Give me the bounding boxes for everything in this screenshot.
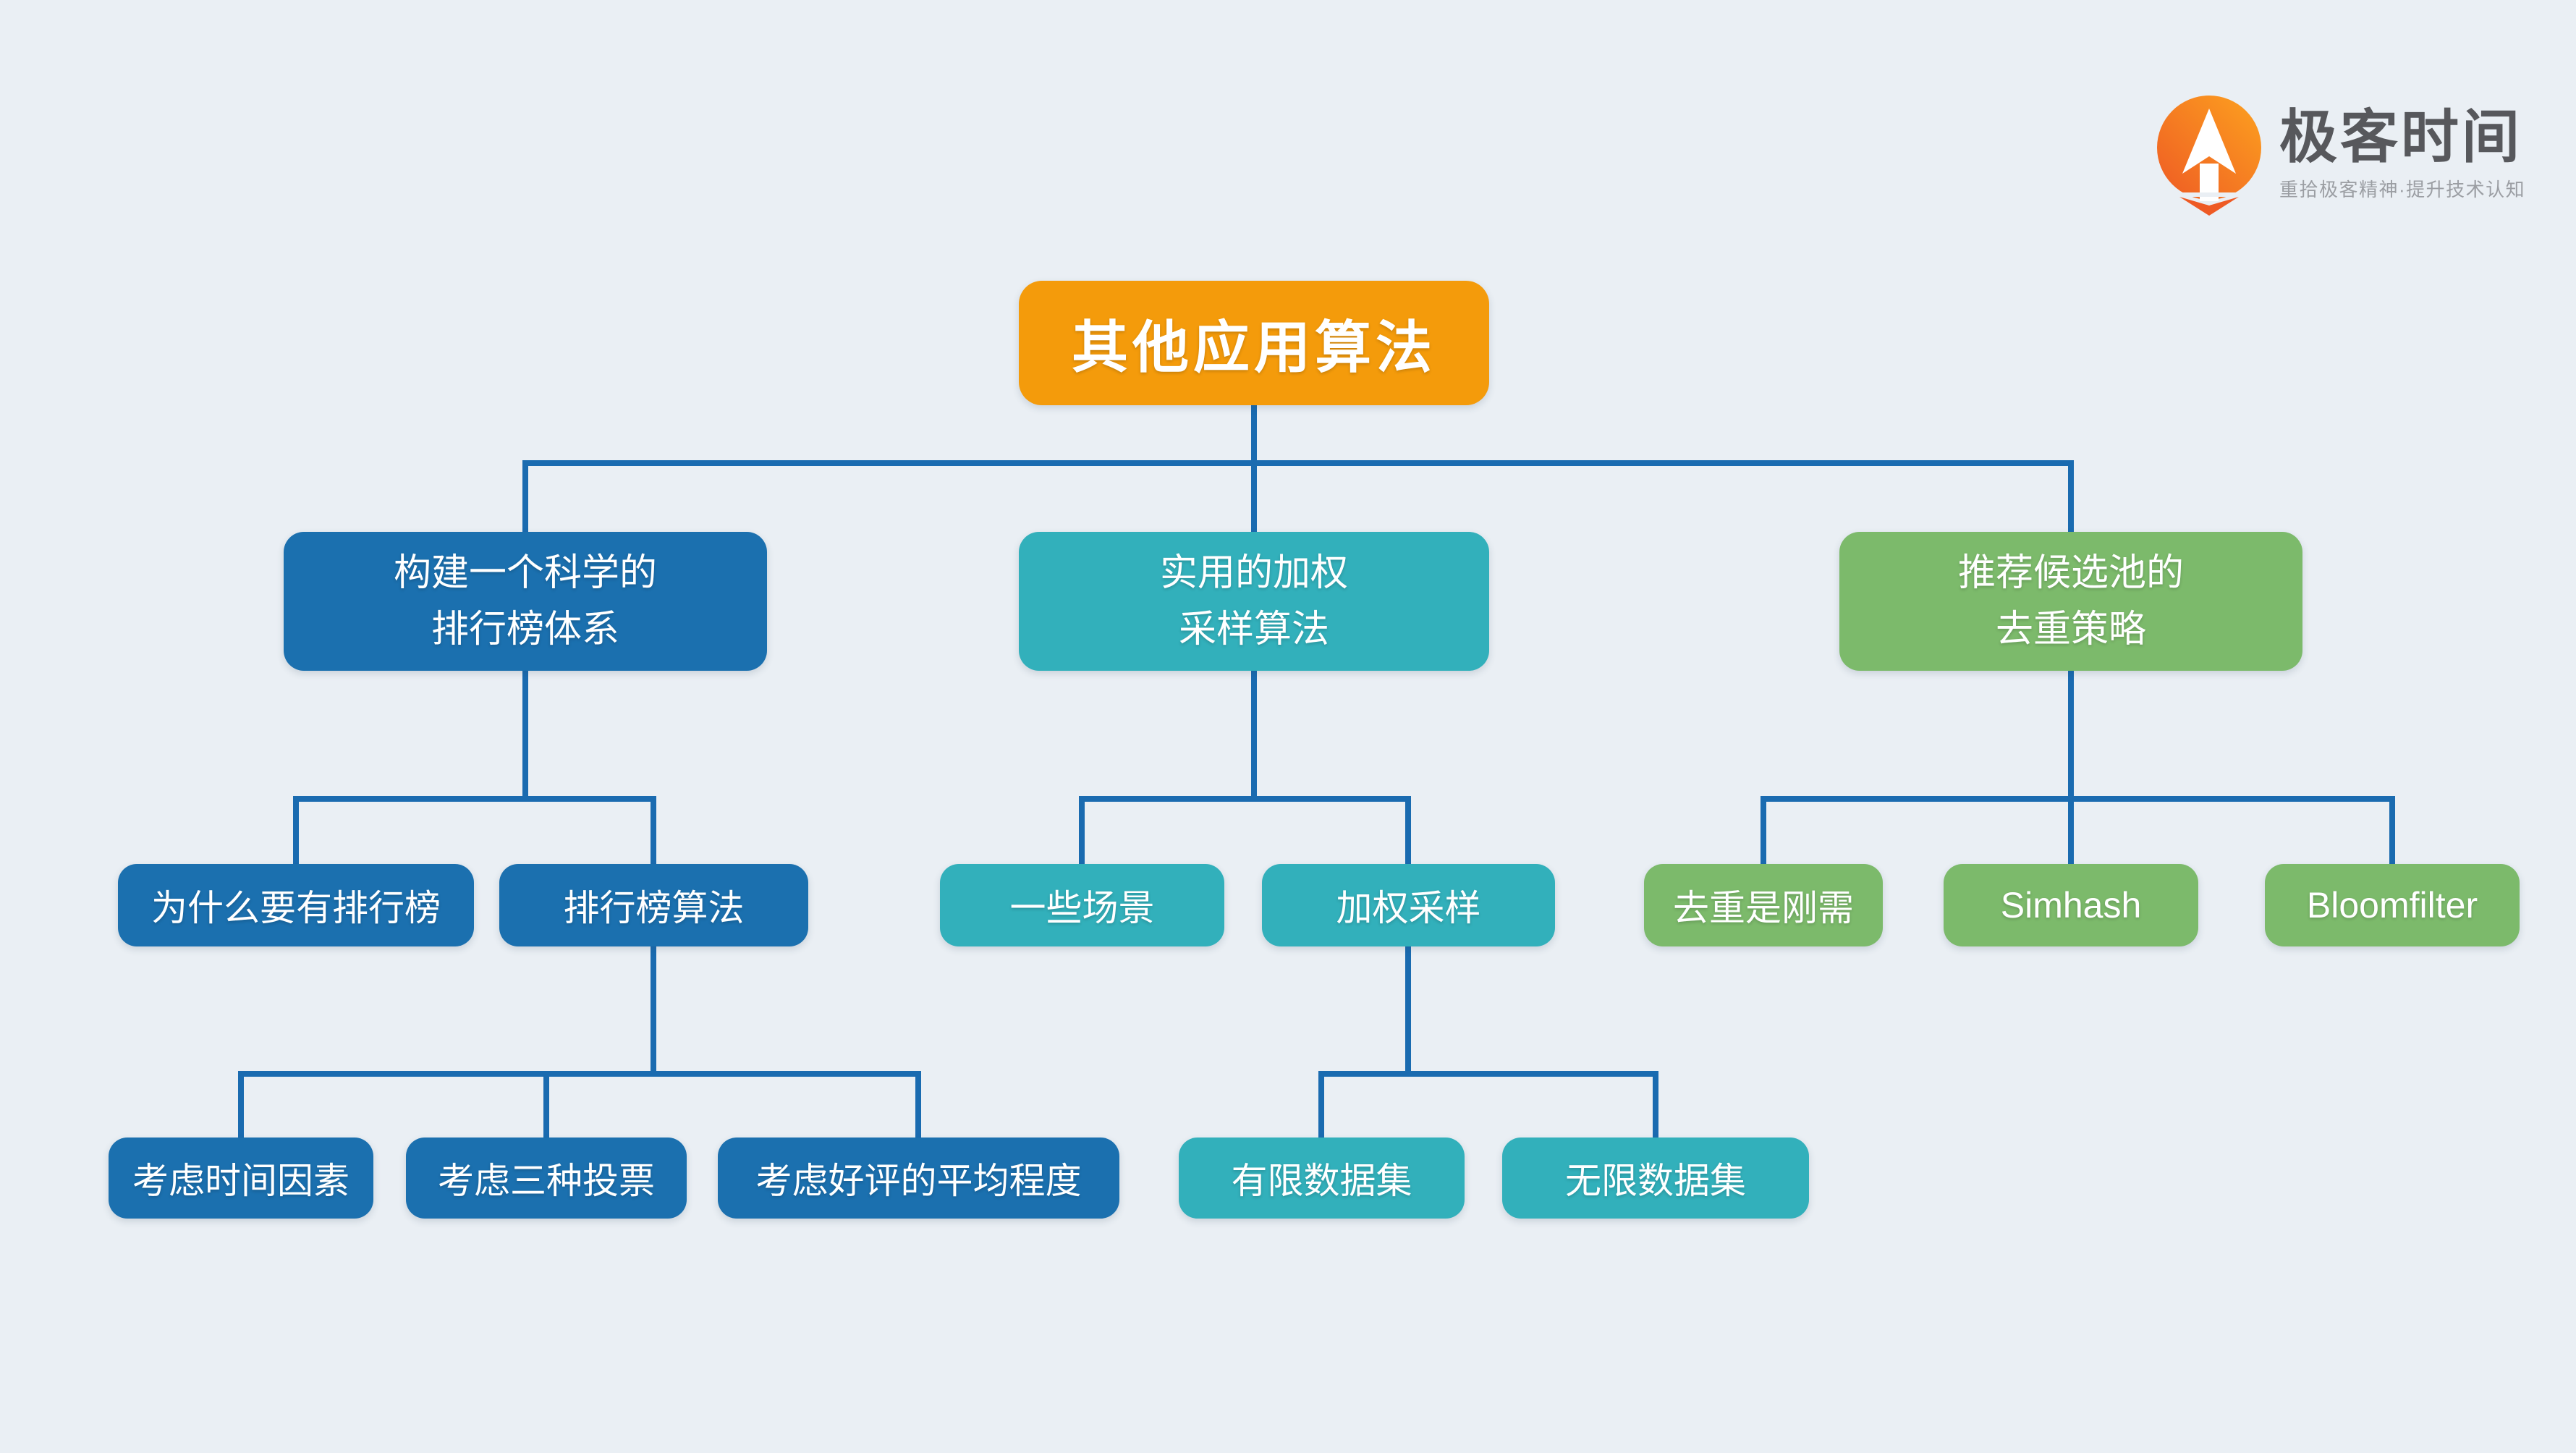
node-time-factor: 考虑时间因素 xyxy=(109,1138,373,1219)
connector-l1-right-drop xyxy=(2068,463,2074,535)
connector-ranking-drop xyxy=(651,942,656,1077)
connector-left-branch-drop xyxy=(522,667,528,802)
connector-sampling-leaf1-drop xyxy=(1318,1074,1324,1140)
connector-right-child3-drop xyxy=(2389,799,2395,868)
node-bloomfilter-label: Bloomfilter xyxy=(2306,885,2478,925)
node-weighted-sampling-label: 加权采样 xyxy=(1336,888,1481,928)
node-weighted-sampling: 加权采样 xyxy=(1262,864,1555,946)
connector-ranking-leaf3-drop xyxy=(915,1074,921,1140)
node-ranking-algorithm-label: 排行榜算法 xyxy=(563,888,745,928)
node-ranking-algorithm: 排行榜算法 xyxy=(499,864,808,946)
connector-l1-left-drop xyxy=(522,463,528,535)
connector-ranking-rail xyxy=(238,1071,921,1077)
node-some-scenarios-label: 一些场景 xyxy=(1009,888,1155,928)
node-simhash: Simhash xyxy=(1944,864,2198,946)
node-infinite-dataset: 无限数据集 xyxy=(1502,1138,1809,1219)
connector-sampling-drop xyxy=(1405,942,1411,1077)
connector-ranking-leaf2-drop xyxy=(543,1074,549,1140)
connector-l1-middle-drop xyxy=(1251,463,1257,535)
connector-sampling-rail xyxy=(1318,1071,1658,1077)
connector-right-child2-drop xyxy=(2068,799,2074,868)
connector-l1-rail xyxy=(522,460,2074,466)
node-root: 其他应用算法 xyxy=(1019,281,1489,405)
connector-root-drop xyxy=(1251,402,1257,467)
connector-middle-rail xyxy=(1079,796,1411,802)
node-infinite-dataset-label: 无限数据集 xyxy=(1565,1161,1746,1201)
node-dedup-strategy: 推荐候选池的 去重策略 xyxy=(1839,532,2302,671)
node-three-votes: 考虑三种投票 xyxy=(406,1138,687,1219)
node-why-ranking-label: 为什么要有排行榜 xyxy=(151,888,441,928)
connector-middle-branch-drop xyxy=(1251,667,1257,802)
node-time-factor-label: 考虑时间因素 xyxy=(132,1161,349,1201)
logo-text-block: 极客时间 重拾极客精神·提升技术认知 xyxy=(2279,107,2525,202)
node-finite-dataset: 有限数据集 xyxy=(1179,1138,1465,1219)
node-ranking-system: 构建一个科学的 排行榜体系 xyxy=(284,532,767,671)
geektime-pin-icon xyxy=(2157,96,2261,216)
node-finite-dataset-label: 有限数据集 xyxy=(1231,1161,1412,1201)
node-some-scenarios: 一些场景 xyxy=(940,864,1224,946)
connector-left-rail xyxy=(293,796,656,802)
connector-middle-child1-drop xyxy=(1079,799,1085,868)
node-root-label: 其他应用算法 xyxy=(1071,315,1436,379)
connector-middle-child2-drop xyxy=(1405,799,1411,868)
connector-sampling-leaf2-drop xyxy=(1653,1074,1658,1140)
node-three-votes-label: 考虑三种投票 xyxy=(438,1161,655,1201)
connector-left-child1-drop xyxy=(293,799,299,868)
logo-tagline: 重拾极客精神·提升技术认知 xyxy=(2279,179,2526,200)
node-dedup-necessity-label: 去重是刚需 xyxy=(1673,888,1854,928)
connector-right-branch-drop xyxy=(2068,667,2074,802)
connector-ranking-leaf1-drop xyxy=(238,1074,244,1140)
logo-title: 极客时间 xyxy=(2279,105,2522,169)
connector-left-child2-drop xyxy=(651,799,656,868)
connector-right-child1-drop xyxy=(1761,799,1766,868)
geektime-logo: 极客时间 重拾极客精神·提升技术认知 xyxy=(2155,91,2525,218)
node-bloomfilter: Bloomfilter xyxy=(2265,864,2520,946)
node-dedup-necessity: 去重是刚需 xyxy=(1644,864,1883,946)
node-dedup-strategy-label: 推荐候选池的 去重策略 xyxy=(1957,552,2184,651)
node-weighted-sampling-algorithm-label: 实用的加权 采样算法 xyxy=(1159,552,1348,651)
node-simhash-label: Simhash xyxy=(2000,885,2142,925)
node-average-rating: 考虑好评的平均程度 xyxy=(718,1138,1119,1219)
connector-right-rail xyxy=(1761,796,2395,802)
node-average-rating-label: 考虑好评的平均程度 xyxy=(755,1161,1082,1201)
node-weighted-sampling-algorithm: 实用的加权 采样算法 xyxy=(1019,532,1489,671)
node-why-ranking: 为什么要有排行榜 xyxy=(118,864,474,946)
node-ranking-system-label: 构建一个科学的 排行榜体系 xyxy=(393,552,657,651)
